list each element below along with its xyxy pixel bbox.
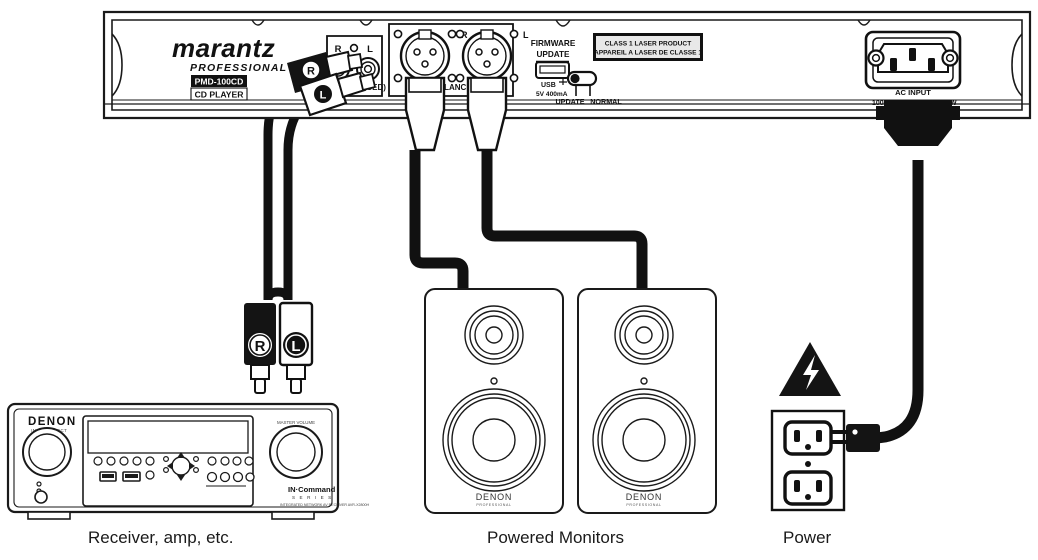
monitor-right-woofer [592,388,696,492]
rca-plug-l: L [278,301,314,394]
outlet-socket-top[interactable] [783,420,833,456]
cd-player-model-badge: PMD-100CD CD PLAYER [190,75,248,101]
svg-text:CD PLAYER: CD PLAYER [195,90,245,100]
ac-rating-right: W [950,100,957,107]
svg-text:R: R [307,66,315,78]
laser-warning-label: CLASS 1 LASER PRODUCT APPAREIL A LASER D… [593,33,703,61]
electrical-hazard-icon [779,342,841,396]
monitor-right-led [640,377,648,385]
receiver-series-brand: IN·Command [288,485,336,494]
monitor-left-brand-sub: PROFESSIONAL [476,503,511,507]
rca-label-r: R [335,44,342,55]
laser-label-line2: APPAREIL A LASER DE CLASSE 1 [594,50,702,57]
xlr-group-label: (BALANCED) [430,83,481,92]
firmware-update-section: FIRMWARE UPDATE USB 5V 400mA UPDATE NORM… [531,39,623,106]
receiver-model-line: INTEGRATED NETWORK AV RECEIVER AVR-X2800… [280,503,369,507]
receiver-input-knob[interactable] [22,427,72,477]
xlr-plug-right [466,76,508,152]
cd-player-brand: marantz [172,33,275,63]
monitor-right-brand: DENON [626,492,663,502]
xlr-jack-r[interactable]: R [393,29,468,83]
receiver-button-row[interactable] [93,456,254,480]
ac-input-section: AC INPUT 100-2 W [864,30,962,107]
monitor-left-brand: DENON [476,492,513,502]
xlr-cable-left [409,150,469,300]
ac-wall-plug [832,424,880,452]
ac-rating-left: 100-2 [872,100,890,107]
monitor-left-tweeter [464,305,524,365]
laser-label-line1: CLASS 1 LASER PRODUCT [605,41,691,48]
outlet-socket-bottom[interactable] [783,470,833,506]
xlr-cable-right [481,150,648,300]
rca-jack-l[interactable] [356,57,380,81]
monitor-left-woofer [442,388,546,492]
receiver-volume-knob[interactable] [269,425,323,479]
update-normal-switch[interactable] [566,70,598,96]
monitor-left-led [490,377,498,385]
xlr-jack-l[interactable]: L [455,29,529,83]
xlr-output-section: R L (BALANCED) [388,23,529,97]
iec-power-plug [876,100,960,146]
receiver-series-sub: S E R I E S [292,495,333,500]
receiver-ports[interactable] [99,471,141,482]
usb-spec: 5V 400mA [536,91,568,98]
caption-receiver: Receiver, amp, etc. [88,528,234,547]
monitor-left: DENON PROFESSIONAL [424,288,564,514]
xlr-label-r: R [461,30,468,40]
usb-port[interactable] [535,60,570,79]
rca-plug-label-l: L [291,338,300,355]
usb-label: USB [541,82,556,89]
outlet-screw [805,461,811,467]
switch-label-update: UPDATE [555,97,584,106]
rca-plug-label-r: R [255,338,266,355]
monitor-right-tweeter [614,305,674,365]
ac-input-label: AC INPUT [895,88,931,97]
monitor-right-brand-sub: PROFESSIONAL [626,503,661,507]
receiver-knob-right-label: MASTER VOLUME [277,420,315,425]
caption-monitors: Powered Monitors [487,528,625,547]
receiver-device: DENON INPUT SELECT MASTER VOLUME [6,402,369,520]
switch-label-normal: NORMAL [590,97,622,106]
rca-angled-plug-l: L [298,71,377,117]
svg-text:PMD-100CD: PMD-100CD [195,77,244,87]
firmware-label-line1: FIRMWARE [531,39,576,48]
cd-player-brand-sub: PROFESSIONAL [190,62,287,74]
svg-text:L: L [320,90,327,102]
rca-cable [263,89,304,301]
receiver-brand: DENON [28,416,77,428]
receiver-lower-knobs[interactable] [206,471,255,483]
monitor-right: DENON PROFESSIONAL [577,288,717,514]
firmware-label-line2: UPDATE [536,50,570,59]
xlr-label-l: L [523,30,529,40]
wall-outlet [770,409,846,512]
rca-plug-r: R [244,303,276,394]
caption-power: Power [783,528,832,547]
xlr-plug-left [404,76,446,152]
receiver-nav-pad[interactable] [167,452,195,481]
power-cable [861,160,924,446]
rca-label-l: L [367,44,373,55]
